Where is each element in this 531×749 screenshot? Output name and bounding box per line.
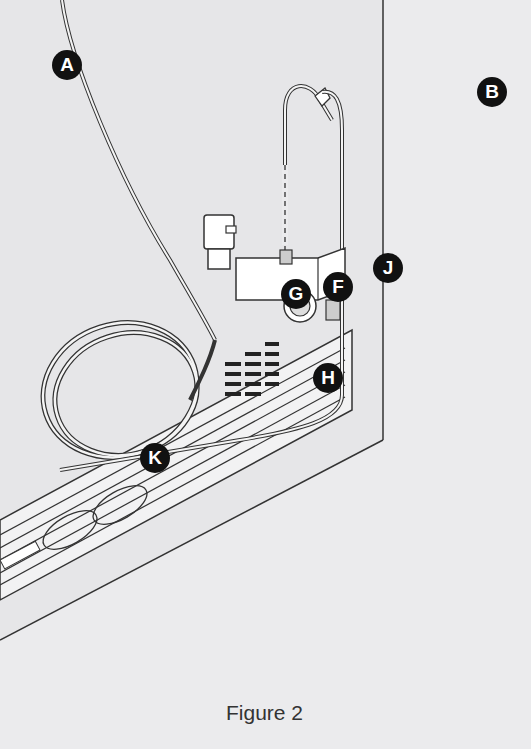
callout-number: K	[140, 443, 170, 473]
callout-number: A	[52, 50, 82, 80]
callout-number: G	[281, 279, 311, 309]
callout-number: J	[373, 253, 403, 283]
callout-number: B	[477, 77, 507, 107]
callout-number: H	[313, 363, 343, 393]
callout-number: F	[323, 272, 353, 302]
figure-caption: Figure 2	[226, 701, 303, 725]
